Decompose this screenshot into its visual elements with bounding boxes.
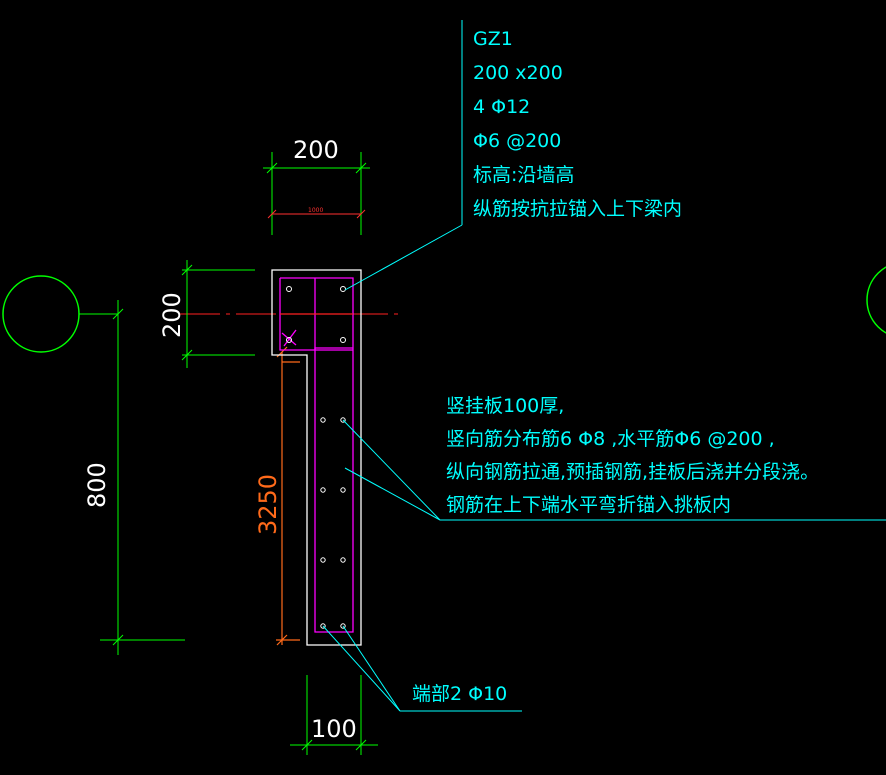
dimension-panel-3250 [276, 346, 300, 646]
leader-lines [322, 20, 886, 712]
dim-label-top-200: 200 [293, 136, 339, 164]
panel-line-3: 纵向钢筋拉通,预插钢筋,挂板后浇并分段浇。 [446, 461, 819, 483]
dimension-top-small [267, 209, 366, 219]
dim-label-top-small: 1000 [308, 207, 323, 214]
panel-annotation: 竖挂板100厚, 竖向筋分布筋6 Φ8 ,水平筋Φ6 @200 , 纵向钢筋拉通… [446, 395, 819, 516]
rebar-points [286, 286, 346, 629]
dim-label-left-200: 200 [158, 292, 186, 338]
col-line-4: Φ6 @200 [473, 130, 561, 152]
grid-axis-right [866, 266, 886, 334]
dim-label-panel-3250: 3250 [254, 474, 282, 535]
col-line-2: 200 x200 [473, 62, 563, 84]
col-line-5: 标高:沿墙高 [473, 164, 574, 186]
col-line-3: 4 Φ12 [473, 96, 530, 118]
panel-line-4: 钢筋在上下端水平弯折锚入挑板内 [446, 494, 731, 516]
column-panel-outline [271, 269, 362, 646]
dim-label-bottom-100: 100 [311, 715, 357, 743]
col-line-6: 纵筋按抗拉锚入上下梁内 [473, 198, 682, 220]
dimension-top-200 [263, 152, 370, 235]
panel-line-2: 竖向筋分布筋6 Φ8 ,水平筋Φ6 @200 , [446, 428, 775, 450]
col-line-1: GZ1 [473, 28, 513, 50]
dimension-bottom-100 [290, 675, 378, 755]
dim-label-left-800: 800 [83, 462, 111, 508]
dimension-left-200 [181, 260, 255, 368]
panel-line-1: 竖挂板100厚, [446, 395, 564, 417]
column-annotation: GZ1 200 x200 4 Φ12 Φ6 @200 标高:沿墙高 纵筋按抗拉锚… [473, 28, 682, 220]
end-rebar-label: 端部2 Φ10 [412, 683, 507, 705]
grid-axis-left [2, 275, 118, 353]
dimension-left-800 [100, 300, 185, 655]
rebar-cage [279, 277, 354, 633]
